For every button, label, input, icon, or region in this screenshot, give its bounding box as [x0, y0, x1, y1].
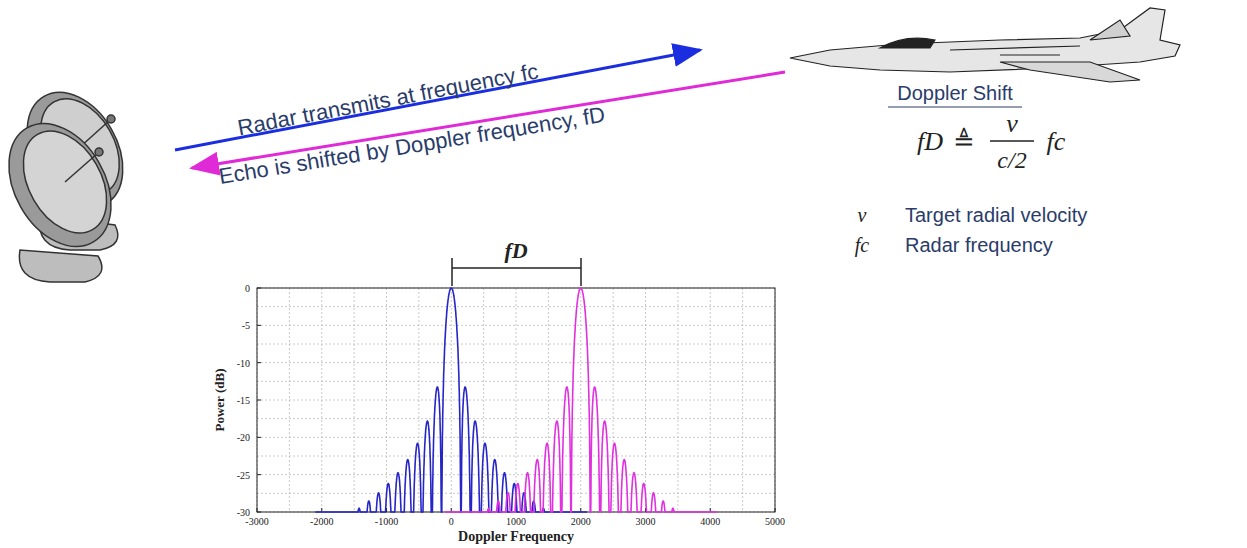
grid-line [257, 325, 261, 326]
grid-line [257, 381, 775, 382]
grid-line [483, 288, 484, 512]
tick-label: -2000 [310, 516, 333, 527]
spectrum [315, 288, 716, 512]
symbol-description: Radar frequency [905, 234, 1053, 256]
plot-frame [257, 288, 775, 512]
tick-label: 1000 [506, 516, 526, 527]
grid-line [257, 474, 775, 475]
symbol: v [858, 204, 867, 226]
grid-line [257, 362, 261, 363]
grid-line [257, 474, 261, 475]
symbol-description: Target radial velocity [905, 204, 1087, 226]
tick-label: 5000 [765, 516, 785, 527]
tick-label: -5 [242, 320, 250, 331]
grid-line [257, 400, 775, 401]
grid-line [257, 437, 775, 438]
heading: Doppler Shift [897, 82, 1013, 104]
tick-label: -1000 [375, 516, 398, 527]
tick-label: -25 [237, 469, 250, 480]
heading-underline [888, 107, 1022, 108]
tick-label: 4000 [700, 516, 720, 527]
tick-label: -20 [237, 432, 250, 443]
formula-symbol: ≜ [953, 128, 975, 157]
tick-label: 0 [449, 516, 454, 527]
grid-line [257, 400, 261, 401]
symbol: fc [855, 234, 869, 256]
aircraft [790, 8, 1180, 82]
formula-symbol: fc [1047, 128, 1066, 157]
grid-line [257, 306, 775, 307]
tick-label: -3000 [245, 516, 268, 527]
axis-title: Doppler Frequency [458, 529, 574, 544]
bracket-label: fD [504, 239, 527, 263]
grid-line [257, 437, 261, 438]
formula-symbol: c/2 [997, 147, 1026, 173]
tick-label: -15 [237, 395, 250, 406]
grid-line [257, 325, 775, 326]
spectrum-curve [445, 288, 717, 512]
formula-symbol: fD [917, 128, 943, 157]
grid-line [257, 344, 775, 345]
tick-label: 2000 [571, 516, 591, 527]
grid-line [257, 362, 775, 363]
spectrum-curve [315, 288, 587, 512]
grid-line [257, 418, 775, 419]
tick-label: 3000 [636, 516, 656, 527]
grid-line [516, 288, 517, 512]
tick-label: -10 [237, 357, 250, 368]
tick-label: 0 [245, 283, 250, 294]
radar-dish [0, 105, 132, 282]
chart-grid [257, 288, 775, 512]
formula-symbol: v [1006, 110, 1018, 139]
grid-line [548, 288, 549, 512]
grid-line [257, 456, 775, 457]
fraction-bar [990, 140, 1034, 142]
axis-title: Power (dB) [213, 369, 227, 432]
